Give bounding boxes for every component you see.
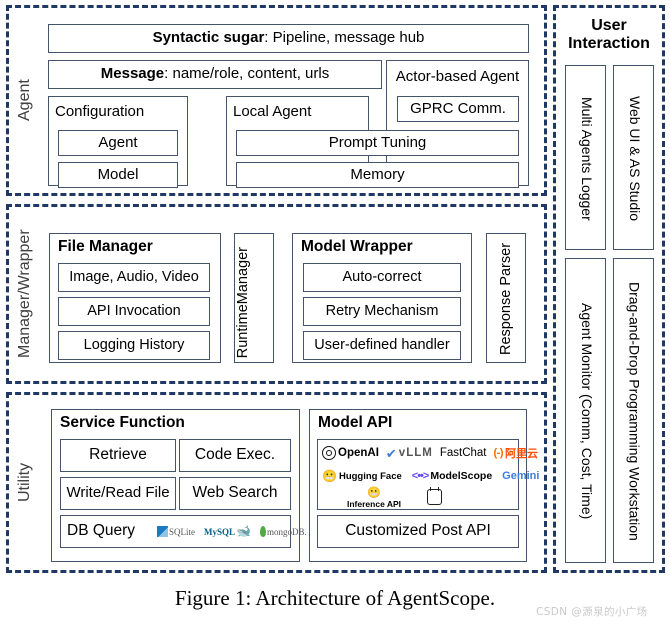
db-query-label: DB Query: [67, 522, 136, 540]
model-api-label: Model API: [318, 414, 393, 431]
multi-agents-logger-label: Multi Agents Logger: [579, 96, 596, 221]
agent-monitor-label: Agent Monitor (Comm, Cost, Time): [579, 303, 596, 520]
db-logo-group: SQLite MySQL 🐋 mongoDB.: [157, 515, 307, 548]
user-interaction-title: User Interaction: [556, 17, 662, 53]
runtime-manager-line1: Runtime: [235, 304, 251, 358]
layer-label-agent: Agent: [16, 79, 33, 122]
box-prompt-tuning: Prompt Tuning: [236, 130, 519, 156]
mysql-icon: MySQL 🐋: [204, 524, 251, 538]
panel-agent-monitor: Agent Monitor (Comm, Cost, Time): [565, 258, 606, 563]
syntactic-sugar-rest: : Pipeline, message hub: [264, 29, 425, 47]
box-retry-mechanism: Retry Mechanism: [303, 297, 461, 326]
box-syntactic-sugar: Syntactic sugar: Pipeline, message hub: [48, 24, 529, 53]
model-api-logo-row-1: OpenAI ✔ vLLM FastChat (-) 阿里云: [322, 442, 538, 464]
sqlite-icon: SQLite: [157, 526, 195, 537]
layer-user-interaction: User Interaction Multi Agents Logger Web…: [553, 5, 665, 573]
modelscope-icon: <••> ModelScope: [411, 470, 493, 482]
box-message: Message: name/role, content, urls: [48, 60, 382, 89]
layer-label-utility: Utility: [16, 462, 33, 503]
box-write-read-file: Write/Read File: [60, 477, 176, 510]
box-model-api-logos: [317, 439, 519, 510]
file-manager-label: File Manager: [58, 238, 153, 255]
message-rest: : name/role, content, urls: [164, 65, 330, 83]
openai-icon: OpenAI: [322, 446, 379, 460]
box-db-query: [60, 515, 291, 548]
mongodb-icon: mongoDB.: [259, 526, 307, 537]
ollama-icon: [427, 487, 443, 505]
box-runtime-manager: Runtime Manager: [234, 233, 274, 363]
layer-manager-wrapper: Manager/Wrapper File Manager Image, Audi…: [6, 204, 547, 384]
user-interaction-title-line2: Interaction: [568, 34, 650, 52]
box-customized-post-api: Customized Post API: [317, 515, 519, 548]
panel-multi-agents-logger: Multi Agents Logger: [565, 65, 606, 250]
box-gprc-comm: GPRC Comm.: [397, 96, 519, 122]
panel-web-ui-as-studio: Web UI & AS Studio: [613, 65, 654, 250]
fastchat-icon: FastChat: [439, 447, 487, 459]
syntactic-sugar-bold: Syntactic sugar: [152, 29, 265, 47]
vllm-icon: ✔ vLLM: [385, 445, 433, 461]
box-api-invocation: API Invocation: [58, 297, 210, 326]
inference-api-icon: 😬 Inference API: [347, 486, 402, 509]
model-api-logo-row-2: 😬Hugging Face <••> ModelScope Gemini: [322, 466, 539, 486]
message-bold: Message: [100, 65, 165, 83]
user-interaction-title-line1: User: [591, 17, 627, 34]
box-response-parser: Response Parser: [486, 233, 526, 363]
model-api-logo-row-3: 😬 Inference API: [347, 486, 443, 509]
box-agent: Agent: [58, 130, 178, 156]
box-user-defined-handler: User-defined handler: [303, 331, 461, 360]
box-retrieve: Retrieve: [60, 439, 176, 472]
watermark: CSDN @源泉的小广场: [536, 606, 648, 618]
configuration-label: Configuration: [55, 102, 145, 120]
gemini-icon: Gemini: [502, 470, 540, 482]
actor-based-agent-label: Actor-based Agent: [395, 67, 520, 85]
drag-and-drop-workstation-label: Drag-and-Drop Programming Workstation: [626, 282, 643, 541]
aliyun-icon: (-) 阿里云: [493, 447, 539, 460]
runtime-manager-line2: Manager: [235, 246, 251, 304]
box-code-exec: Code Exec.: [179, 439, 291, 472]
box-model: Model: [58, 162, 178, 188]
layer-utility: Utility Service Function Retrieve Code E…: [6, 392, 547, 573]
hugging-face-icon: 😬Hugging Face: [322, 469, 402, 483]
web-ui-as-studio-label: Web UI & AS Studio: [627, 95, 644, 222]
local-agent-label: Local Agent: [233, 102, 312, 120]
model-wrapper-label: Model Wrapper: [301, 238, 413, 255]
service-function-label: Service Function: [60, 414, 185, 431]
figure-caption: Figure 1: Architecture of AgentScope.: [174, 586, 496, 610]
layer-agent: Agent Syntactic sugar: Pipeline, message…: [6, 5, 547, 196]
box-web-search: Web Search: [179, 477, 291, 510]
layer-label-manager-wrapper: Manager/Wrapper: [16, 229, 33, 359]
box-logging-history: Logging History: [58, 331, 210, 360]
box-memory: Memory: [236, 162, 519, 188]
response-parser-label: Response Parser: [498, 242, 515, 356]
box-image-audio-video: Image, Audio, Video: [58, 263, 210, 292]
box-auto-correct: Auto-correct: [303, 263, 461, 292]
panel-drag-and-drop-workstation: Drag-and-Drop Programming Workstation: [613, 258, 654, 563]
